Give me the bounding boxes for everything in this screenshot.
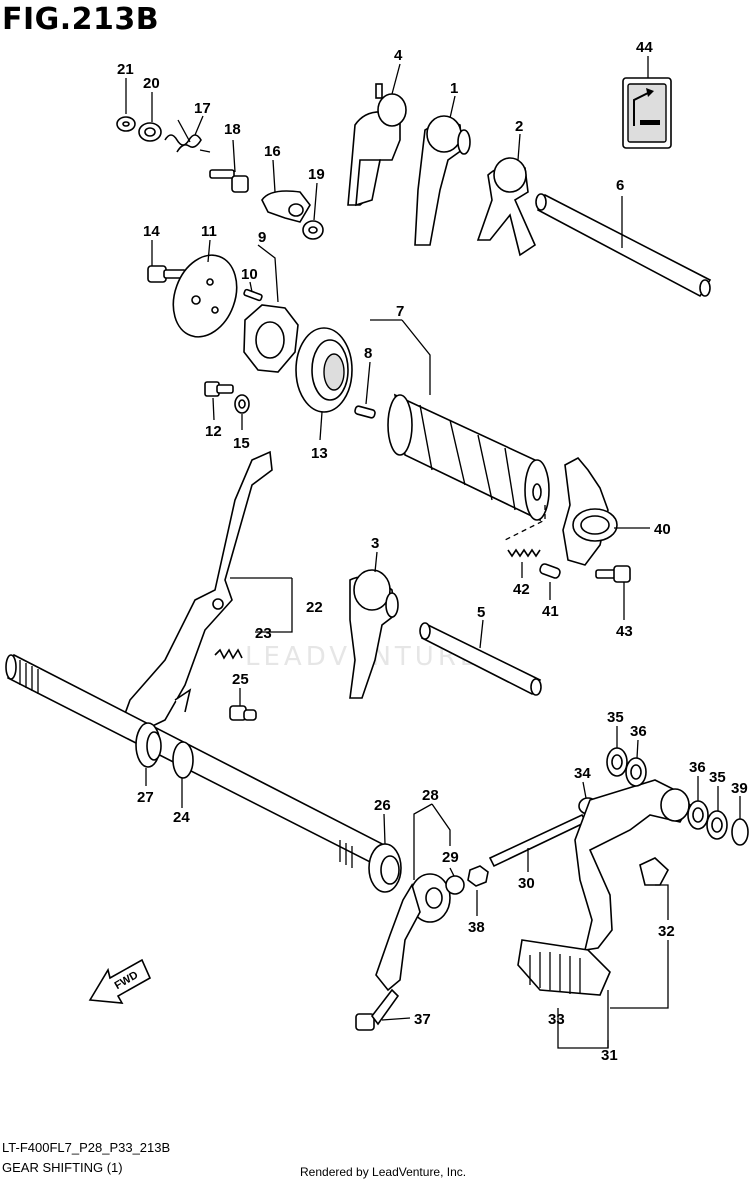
- callout-44: 44: [636, 39, 653, 56]
- callout-6: 6: [616, 177, 624, 194]
- part-30-rod[interactable]: [488, 813, 588, 868]
- part-4-shift-fork[interactable]: [347, 83, 407, 207]
- part-29-ball-joint[interactable]: [445, 875, 465, 895]
- callout-16: 16: [264, 143, 281, 160]
- part-31-gearshift-pedal[interactable]: [574, 779, 692, 951]
- part-36-washer-right[interactable]: [687, 800, 709, 830]
- callout-labels: 44 4 1 2 6 21 20 17 18 16 19 14 11 9 10 …: [117, 39, 748, 1064]
- callout-5: 5: [477, 604, 485, 621]
- callout-38: 38: [468, 919, 485, 936]
- callout-35-upper: 35: [607, 709, 624, 726]
- part-27-oil-seal[interactable]: [135, 722, 162, 768]
- callout-23: 23: [255, 625, 272, 642]
- callout-3: 3: [371, 535, 379, 552]
- callout-19: 19: [308, 166, 325, 183]
- callout-11: 11: [201, 223, 217, 240]
- part-24-shift-shaft[interactable]: [5, 653, 392, 870]
- callout-25: 25: [232, 671, 249, 688]
- callout-18: 18: [224, 121, 241, 138]
- callout-43: 43: [616, 623, 633, 640]
- part-36-washer-upper[interactable]: [625, 757, 647, 787]
- callout-37: 37: [414, 1011, 431, 1028]
- part-25-pin[interactable]: [229, 705, 257, 721]
- part-41-pin[interactable]: [539, 563, 561, 579]
- part-2-shift-fork[interactable]: [476, 157, 537, 257]
- callout-36-right: 36: [689, 759, 706, 776]
- part-24-collar[interactable]: [172, 741, 194, 779]
- part-35-washer-right[interactable]: [706, 810, 728, 840]
- part-19-washer[interactable]: [302, 220, 324, 240]
- callout-14: 14: [143, 223, 160, 240]
- diagram-code: LT-F400FL7_P28_P33_213B: [2, 1140, 171, 1155]
- callout-15: 15: [233, 435, 250, 452]
- part-28-gearshift-arm[interactable]: [375, 873, 451, 992]
- part-43-bolt[interactable]: [595, 565, 631, 583]
- part-32-pedal-cap[interactable]: [639, 857, 669, 886]
- callout-8: 8: [364, 345, 372, 362]
- part-6-fork-shaft[interactable]: [535, 193, 712, 298]
- part-8-pin[interactable]: [354, 405, 376, 419]
- callout-7: 7: [396, 303, 404, 320]
- part-15-washer[interactable]: [234, 394, 250, 414]
- callout-36-upper: 36: [630, 723, 647, 740]
- callout-31: 31: [601, 1047, 618, 1064]
- part-26-seal[interactable]: [368, 843, 402, 893]
- part-33-pedal-rubber[interactable]: [517, 939, 611, 996]
- callout-13: 13: [311, 445, 328, 462]
- part-35-washer-upper[interactable]: [606, 747, 628, 777]
- callout-40: 40: [654, 521, 671, 538]
- part-38-nut[interactable]: [467, 865, 489, 887]
- part-16-stopper-plate[interactable]: [261, 190, 311, 223]
- part-9-shift-cam[interactable]: [243, 304, 299, 373]
- callout-34: 34: [574, 765, 591, 782]
- callout-21: 21: [117, 61, 134, 78]
- callout-2: 2: [515, 118, 523, 135]
- part-12-bolt[interactable]: [204, 381, 234, 397]
- callout-1: 1: [450, 80, 458, 97]
- part-11-plate[interactable]: [162, 246, 247, 345]
- part-18-bolt[interactable]: [209, 169, 249, 193]
- part-44-label-card[interactable]: [622, 77, 672, 149]
- render-credit: Rendered by LeadVenture, Inc.: [300, 1165, 467, 1179]
- callout-33: 33: [548, 1011, 565, 1028]
- figure-title: FIG.213B: [2, 2, 160, 37]
- callout-41: 41: [542, 603, 559, 620]
- part-10-pin[interactable]: [243, 288, 263, 302]
- part-5-fork-shaft[interactable]: [419, 622, 542, 696]
- leader-lines: [125, 63, 741, 1049]
- part-23-spring[interactable]: [214, 648, 243, 660]
- callout-29: 29: [442, 849, 459, 866]
- part-42-spring[interactable]: [507, 548, 541, 558]
- fwd-arrow-icon: FWD: [88, 958, 152, 1004]
- diagram-name: GEAR SHIFTING (1): [2, 1160, 123, 1175]
- callout-10: 10: [241, 266, 258, 283]
- callout-17: 17: [194, 100, 211, 117]
- callout-9: 9: [258, 229, 266, 246]
- part-39-circlip[interactable]: [731, 818, 749, 846]
- callout-22: 22: [306, 599, 323, 616]
- callout-42: 42: [513, 581, 530, 598]
- part-13-bearing[interactable]: [295, 327, 353, 413]
- callout-32: 32: [658, 923, 675, 940]
- callout-35-right: 35: [709, 769, 726, 786]
- callout-27: 27: [137, 789, 154, 806]
- part-7-shift-drum[interactable]: [387, 393, 550, 522]
- part-21-nut[interactable]: [116, 116, 136, 132]
- part-37-bolt[interactable]: [355, 988, 400, 1031]
- part-22-shift-arm[interactable]: [121, 450, 273, 733]
- callout-20: 20: [143, 75, 160, 92]
- callout-26: 26: [374, 797, 391, 814]
- part-3-shift-fork[interactable]: [349, 569, 399, 699]
- part-1-shift-fork[interactable]: [414, 115, 471, 246]
- callout-30: 30: [518, 875, 535, 892]
- callout-4: 4: [394, 47, 403, 64]
- callout-24: 24: [173, 809, 190, 826]
- part-40-holder[interactable]: [562, 456, 618, 566]
- part-20-washer[interactable]: [138, 122, 162, 142]
- callout-28: 28: [422, 787, 439, 804]
- callout-39: 39: [731, 780, 748, 797]
- part-17-spring[interactable]: [164, 119, 211, 153]
- callout-12: 12: [205, 423, 222, 440]
